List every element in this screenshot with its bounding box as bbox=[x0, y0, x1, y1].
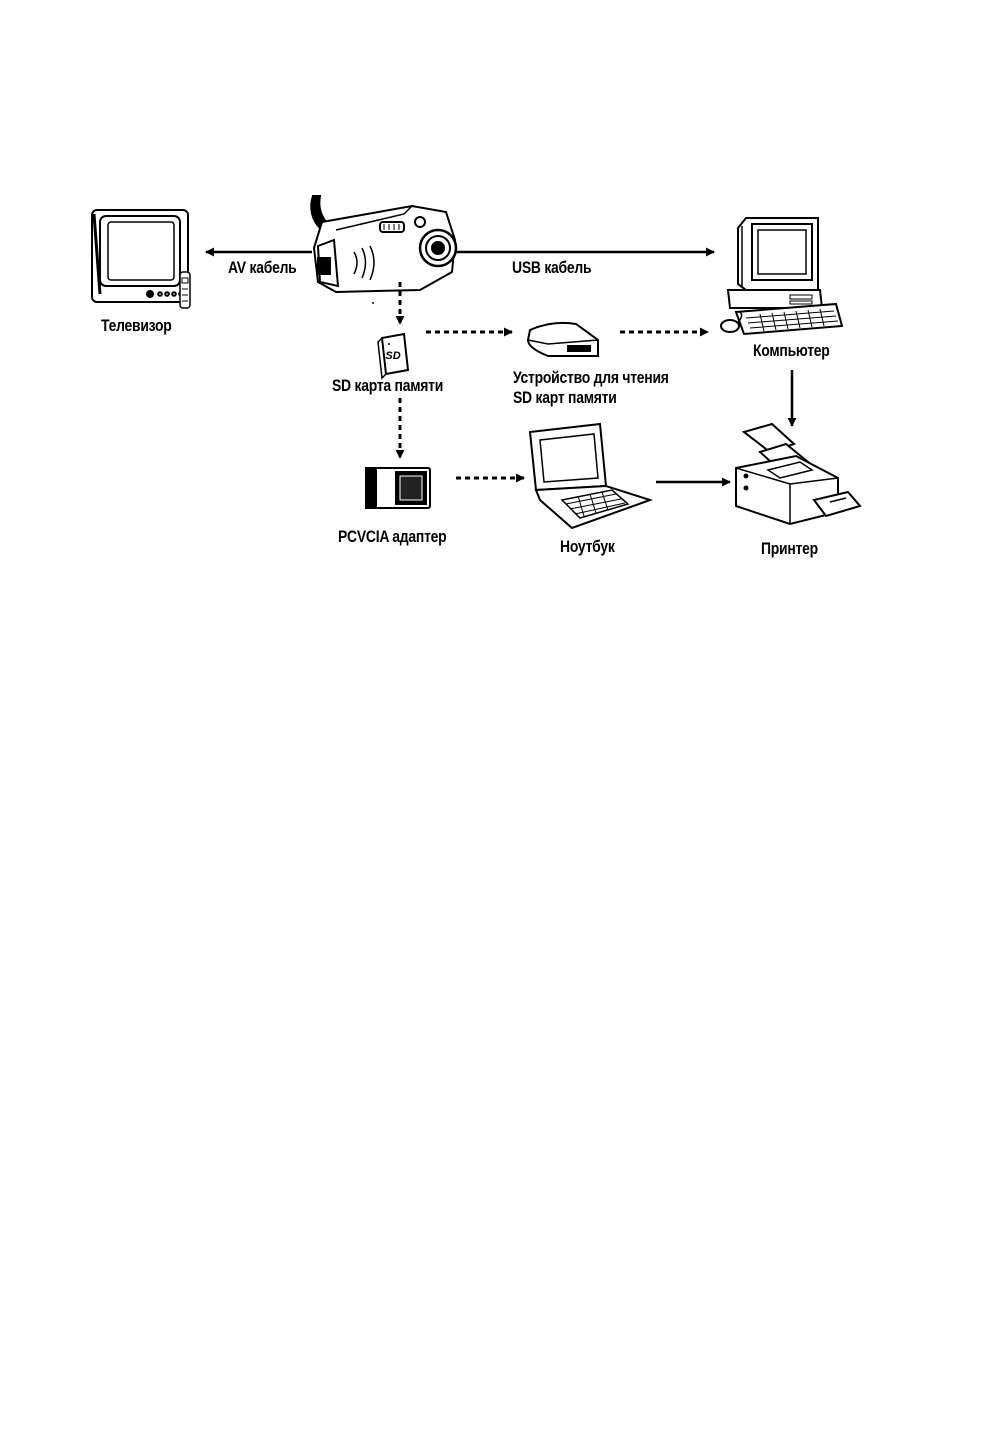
tv-icon bbox=[92, 210, 190, 308]
printer-icon bbox=[736, 424, 860, 524]
laptop-label: Ноутбук bbox=[560, 537, 615, 557]
sd-card-text: SD bbox=[385, 350, 400, 362]
camera-icon bbox=[311, 196, 456, 303]
pcmcia-adapter-icon bbox=[366, 468, 430, 508]
reader-label-line2: SD карт памяти bbox=[513, 388, 617, 408]
tv-label: Телевизор bbox=[101, 316, 172, 336]
printer-label: Принтер bbox=[761, 539, 818, 559]
laptop-icon bbox=[530, 424, 650, 528]
computer-label: Компьютер bbox=[753, 341, 830, 361]
computer-icon bbox=[721, 218, 842, 334]
sd-card-label: SD карта памяти bbox=[332, 376, 443, 396]
reader-label-line1: Устройство для чтения bbox=[513, 368, 669, 388]
av-cable-label: AV кабель bbox=[228, 258, 297, 278]
card-reader-icon bbox=[528, 323, 598, 356]
sd-card-icon: SD bbox=[378, 334, 408, 378]
adapter-label: PCVCIA адаптер bbox=[338, 527, 446, 547]
usb-cable-label: USB кабель bbox=[512, 258, 591, 278]
